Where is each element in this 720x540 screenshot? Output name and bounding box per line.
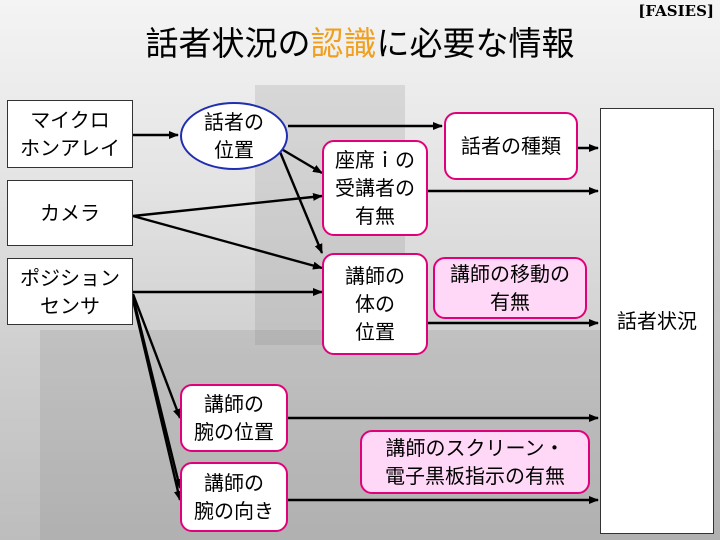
title-part-2: に必要な情報 (376, 24, 575, 63)
seat-line-2: 受講者の (335, 176, 415, 200)
body-line-1: 講師の (345, 264, 405, 288)
movement-line-2: 有無 (490, 290, 530, 314)
camera-box: カメラ (7, 180, 133, 246)
camera-label: カメラ (40, 201, 100, 225)
mic-line-2: ホンアレイ (20, 136, 120, 160)
arrow-position-to-seat (277, 145, 323, 175)
speaker-type-node: 話者の種類 (444, 112, 578, 180)
microphone-array-box: マイクロホンアレイ (7, 100, 133, 168)
speaker-type-label: 話者の種類 (461, 134, 561, 158)
fasies-tag: [FASIES] (638, 2, 714, 20)
arrow-position-to-body (276, 146, 324, 254)
arrow-possensor-to-armpos (131, 293, 182, 419)
screen-pointing-node: 講師のスクリーン・電子黒板指示の有無 (360, 430, 590, 494)
lecturer-movement-node: 講師の移動の有無 (433, 257, 587, 319)
speaker-position-node: 話者の位置 (180, 102, 288, 170)
armdir-line-2: 腕の向き (194, 499, 274, 523)
movement-line-1: 講師の移動の (450, 262, 570, 286)
speaker-situation-output: 話者状況 (600, 108, 714, 534)
lecturer-arm-direction-node: 講師の腕の向き (180, 462, 288, 532)
arrow-camera-to-seat (132, 192, 323, 218)
title-highlight: 認識 (310, 24, 377, 63)
slide-title: 話者状況の認識に必要な情報 (0, 18, 720, 70)
arrow-possensor-to-armdir-2 (131, 299, 182, 501)
speaker-position-line-1: 話者の (204, 110, 264, 134)
seat-line-3: 有無 (355, 204, 395, 228)
pointing-line-1: 講師のスクリーン・ (385, 436, 565, 460)
title-part-1: 話者状況の (145, 24, 311, 63)
mic-line-1: マイクロ (30, 108, 110, 132)
armpos-line-2: 腕の位置 (194, 420, 274, 444)
armpos-line-1: 講師の (204, 392, 264, 416)
possensor-line-2: センサ (40, 293, 100, 318)
seat-line-1: 座席ｉの (335, 148, 415, 172)
lecturer-arm-position-node: 講師の腕の位置 (180, 384, 288, 452)
possensor-line-1: ポジション (20, 265, 120, 290)
seat-presence-node: 座席ｉの受講者の有無 (322, 140, 428, 236)
body-line-2: 体の (355, 292, 395, 316)
lecturer-body-position-node: 講師の体の位置 (322, 253, 428, 355)
speaker-position-line-2: 位置 (214, 138, 254, 162)
armdir-line-1: 講師の (204, 471, 264, 495)
output-label: 話者状況 (617, 309, 697, 333)
pointing-line-2: 電子黒板指示の有無 (385, 464, 565, 488)
body-line-3: 位置 (355, 320, 395, 344)
arrow-camera-to-body (132, 214, 323, 270)
position-sensor-box: ポジションセンサ (7, 258, 133, 325)
